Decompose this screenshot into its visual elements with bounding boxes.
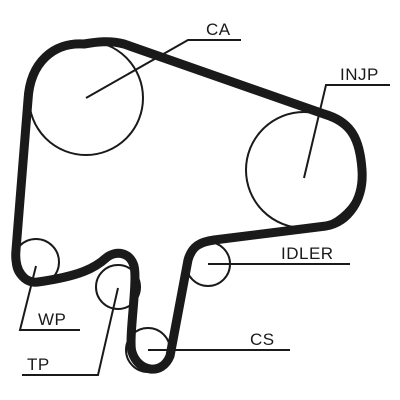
label-injp: INJP [340, 65, 379, 84]
leader-ca [85, 39, 241, 99]
pulley-injp [245, 111, 363, 229]
leader-injp [303, 84, 390, 179]
pulley-tp [95, 264, 141, 310]
pulley-wp [12, 238, 60, 286]
label-idler: IDLER [281, 244, 334, 263]
leader-wp [18, 265, 80, 331]
label-cs: CS [250, 330, 275, 349]
label-tp: TP [27, 355, 50, 374]
leader-tp [22, 287, 119, 376]
timing-belt [11, 37, 367, 374]
pulley-ca [28, 40, 144, 156]
label-ca: CA [206, 20, 231, 39]
label-wp: WP [38, 310, 66, 329]
